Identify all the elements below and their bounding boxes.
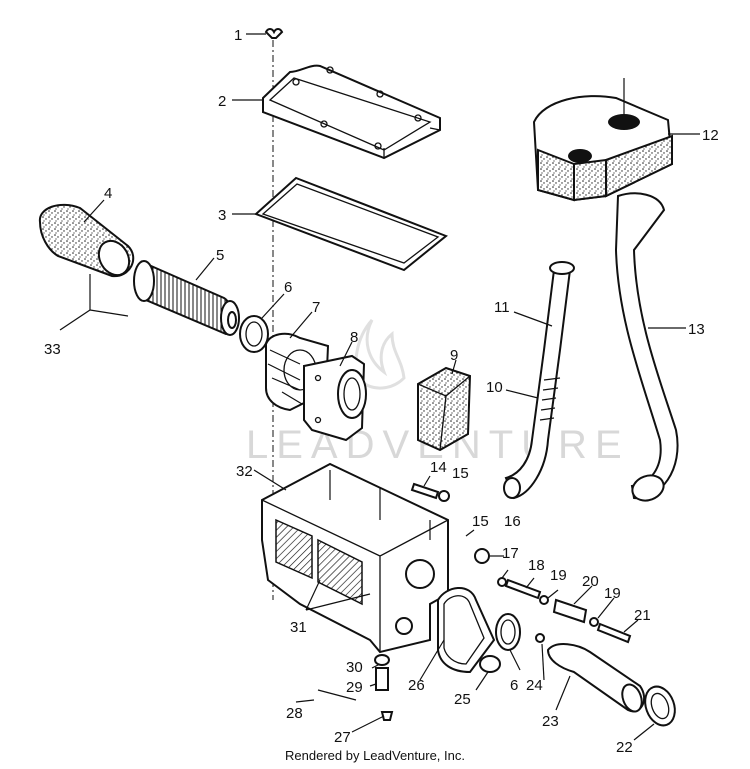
callout-30: 30 (346, 659, 363, 676)
callout-7: 7 (312, 299, 320, 316)
callout-21: 21 (634, 607, 651, 624)
callout-10: 10 (486, 379, 503, 396)
callout-31: 31 (290, 619, 307, 636)
callout-24: 24 (526, 677, 543, 694)
part-9-foam-block (417, 366, 472, 452)
part-1-wing-nut (264, 28, 284, 39)
callout-12: 12 (702, 127, 719, 144)
part-4-prefilter (38, 203, 135, 278)
callout-14: 14 (430, 459, 447, 476)
render-credit: Rendered by LeadVenture, Inc. (285, 748, 465, 763)
part-14-bolt (410, 482, 450, 502)
part-27-screw (380, 711, 394, 721)
part-28-label (317, 689, 357, 701)
callout-8: 8 (350, 329, 358, 346)
callout-25: 25 (454, 691, 471, 708)
callout-29: 29 (346, 679, 363, 696)
part-22-hose-clamp (644, 685, 676, 727)
part-6b-clamp-ring (495, 613, 521, 651)
part-5-air-filter (133, 260, 240, 336)
part-6-clamp-ring (239, 315, 269, 353)
callout-23: 23 (542, 713, 559, 730)
part-12-foam-cap (532, 78, 674, 202)
part-30-grommet (374, 654, 390, 666)
part-29-drain-tube (375, 667, 389, 691)
callout-28: 28 (286, 705, 303, 722)
part-8-elbow-housing (303, 354, 367, 442)
part-20-sensor (539, 595, 599, 627)
callout-27: 27 (334, 729, 351, 746)
callout-33: 33 (44, 341, 61, 358)
callout-13: 13 (688, 321, 705, 338)
callout-2: 2 (218, 93, 226, 110)
callout-3: 3 (218, 207, 226, 224)
part-2-airbox-cover (262, 64, 441, 160)
part-25-ring (479, 655, 501, 673)
part-13-intake-duct (614, 192, 679, 502)
callout-5: 5 (216, 247, 224, 264)
callout-18: 18 (528, 557, 545, 574)
part-21-pin (596, 622, 632, 644)
callout-19-right: 19 (604, 585, 621, 602)
callout-6-upper: 6 (284, 279, 292, 296)
callout-22: 22 (616, 739, 633, 756)
callout-20: 20 (582, 573, 599, 590)
part-3-cover-gasket (254, 176, 448, 272)
part-26-gasket-plate (437, 587, 496, 674)
part-11-intake-tube (503, 261, 575, 500)
leader-lines (59, 33, 700, 741)
callout-6-lower: 6 (510, 677, 518, 694)
callout-4: 4 (104, 185, 112, 202)
callout-15-lower: 15 (472, 513, 489, 530)
part-24-washer (535, 633, 545, 643)
callout-labels: 1 2 3 4 5 6 7 8 9 10 11 12 13 14 15 15 1… (44, 27, 719, 756)
callout-15-upper: 15 (452, 465, 469, 482)
callout-19-left: 19 (550, 567, 567, 584)
callout-32: 32 (236, 463, 253, 480)
callout-1: 1 (234, 27, 242, 44)
callout-16: 16 (504, 513, 521, 530)
callout-26: 26 (408, 677, 425, 694)
callout-11: 11 (494, 299, 510, 316)
part-23-intake-boot (546, 643, 646, 713)
part-18-rod (504, 578, 542, 600)
callout-9: 9 (450, 347, 458, 364)
callout-17: 17 (502, 545, 519, 562)
